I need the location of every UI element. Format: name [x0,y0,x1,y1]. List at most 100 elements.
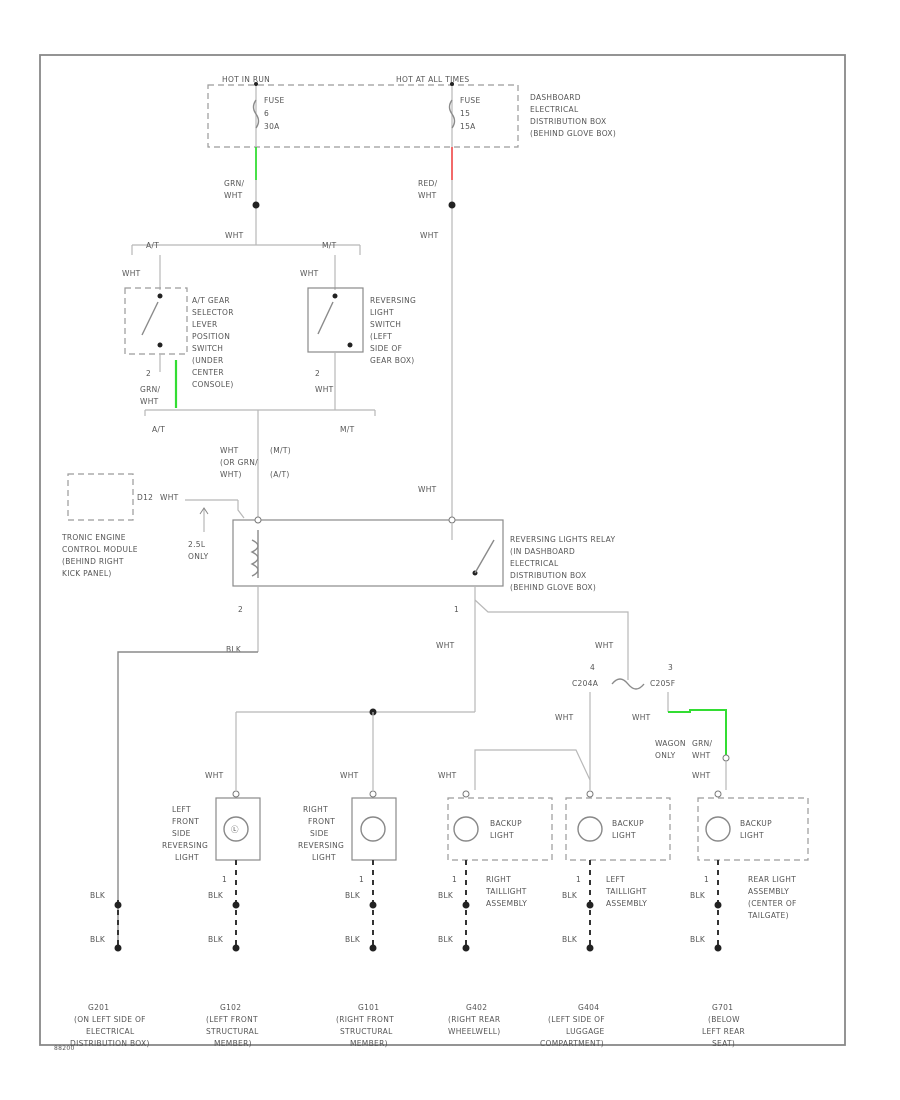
svg-text:REVERSING: REVERSING [298,841,344,850]
svg-text:(BEHIND GLOVE BOX): (BEHIND GLOVE BOX) [510,583,596,592]
svg-text:4: 4 [590,663,595,672]
svg-text:A/T: A/T [146,241,159,250]
blk-wire-label: BLK [690,935,706,944]
blk-wire-label: BLK [345,891,361,900]
svg-text:A/T GEAR: A/T GEAR [192,296,230,305]
svg-text:TAILLIGHT: TAILLIGHT [605,887,647,896]
blk-wire-label: BLK [208,891,224,900]
svg-text:(UNDER: (UNDER [192,356,224,365]
pin-label: 1 [576,875,581,884]
svg-text:WHT: WHT [340,771,359,780]
svg-text:(ON LEFT SIDE OF: (ON LEFT SIDE OF [74,1015,146,1024]
ground-g101: G101 (RIGHT FRONT STRUCTURAL MEMBER) [336,1003,394,1048]
svg-text:RED/: RED/ [418,179,438,188]
svg-text:GRN/: GRN/ [224,179,245,188]
svg-text:WHT: WHT [224,191,243,200]
ground-g402: G402 (RIGHT REAR WHEELWELL) [448,1003,500,1036]
svg-text:G102: G102 [220,1003,241,1012]
reversing-light-switch: REVERSING LIGHT SWITCH (LEFT SIDE OF GEA… [307,287,416,365]
svg-text:ASSEMBLY: ASSEMBLY [748,887,789,896]
svg-text:REVERSING LIGHTS RELAY: REVERSING LIGHTS RELAY [510,535,616,544]
ground-dot [232,944,240,952]
svg-text:WHT: WHT [418,191,437,200]
svg-text:M/T: M/T [322,241,337,250]
dist-box-line2: ELECTRICAL [530,105,579,114]
svg-text:C204A: C204A [572,679,599,688]
power-distribution-box: HOT IN RUN HOT AT ALL TIMES FUSE 6 30A F… [207,75,616,148]
blk-wire-label: BLK [208,935,224,944]
svg-text:BACKUP: BACKUP [490,819,522,828]
svg-text:SELECTOR: SELECTOR [192,308,234,317]
svg-text:WHT: WHT [418,485,437,494]
ground-dot [369,901,377,909]
svg-text:WHT: WHT [315,385,334,394]
svg-text:RIGHT: RIGHT [303,805,328,814]
pin-label: 1 [452,875,457,884]
svg-text:G404: G404 [578,1003,599,1012]
svg-text:G701: G701 [712,1003,733,1012]
svg-text:SWITCH: SWITCH [370,320,401,329]
svg-text:FRONT: FRONT [172,817,199,826]
svg-text:WHT: WHT [300,269,319,278]
svg-text:1: 1 [454,605,459,614]
svg-text:M/T: M/T [340,425,355,434]
ground-dot [114,944,122,952]
ground-dot [369,944,377,952]
blk-wire-label: BLK [562,891,578,900]
fuse-1-line3: 30A [264,122,280,131]
fuse-1-line1: FUSE [264,96,285,105]
svg-text:SEAT): SEAT) [712,1039,735,1048]
fuse-1-line2: 6 [264,109,269,118]
reversing-lights-relay: REVERSING LIGHTS RELAY (IN DASHBOARD ELE… [232,516,616,592]
svg-text:LIGHT: LIGHT [612,831,636,840]
blk-wire-label: BLK [438,935,454,944]
svg-text:2: 2 [146,369,151,378]
svg-text:ONLY: ONLY [188,552,209,561]
svg-text:WHT: WHT [205,771,224,780]
ground-g701: G701 (BELOW LEFT REAR SEAT) [702,1003,745,1048]
svg-text:WHT: WHT [122,269,141,278]
lamp-left-taillight-backup: BACKUP LIGHT LEFT TAILLIGHT ASSEMBLY [565,790,671,908]
blk-wire-label: BLK [690,891,706,900]
svg-text:(RIGHT FRONT: (RIGHT FRONT [336,1015,394,1024]
svg-text:CONTROL MODULE: CONTROL MODULE [62,545,138,554]
svg-text:WHT: WHT [438,771,457,780]
fuse-2-line1: FUSE [460,96,481,105]
svg-text:LIGHT: LIGHT [370,308,394,317]
ground-dot [586,901,594,909]
svg-text:Ⓛ: Ⓛ [231,825,239,834]
blk-wire-label: BLK [345,935,361,944]
pin-label: 1 [704,875,709,884]
svg-text:2: 2 [238,605,243,614]
blk-wire-label: BLK [90,935,106,944]
svg-text:REVERSING: REVERSING [370,296,416,305]
svg-text:REVERSING: REVERSING [162,841,208,850]
svg-text:RIGHT: RIGHT [486,875,511,884]
ground-dot [714,901,722,909]
svg-text:BACKUP: BACKUP [612,819,644,828]
blk-wire-label: BLK [438,891,454,900]
fuse-2-line3: 15A [460,122,476,131]
svg-text:LEFT REAR: LEFT REAR [702,1027,745,1036]
svg-text:TAILLIGHT: TAILLIGHT [485,887,527,896]
svg-text:(M/T): (M/T) [270,446,291,455]
svg-text:MEMBER): MEMBER) [350,1039,388,1048]
svg-text:DISTRIBUTION BOX: DISTRIBUTION BOX [510,571,586,580]
ground-g201: G201 (ON LEFT SIDE OF ELECTRICAL DISTRIB… [70,1003,149,1048]
ground-dot [114,901,122,909]
svg-text:WHT): WHT) [220,470,242,479]
lamp-right-front-side-reversing: WHT RIGHT FRONT SIDE REVERSING LIGHT [298,771,397,862]
ground-dot [232,901,240,909]
svg-text:WHT: WHT [225,231,244,240]
svg-text:GEAR BOX): GEAR BOX) [370,356,414,365]
svg-text:TRONIC ENGINE: TRONIC ENGINE [61,533,126,542]
svg-text:TAILGATE): TAILGATE) [747,911,789,920]
svg-text:SWITCH: SWITCH [192,344,223,353]
svg-text:REAR LIGHT: REAR LIGHT [748,875,796,884]
ground-dot [586,944,594,952]
svg-text:(RIGHT REAR: (RIGHT REAR [448,1015,500,1024]
svg-text:ONLY: ONLY [655,751,676,760]
svg-text:CONSOLE): CONSOLE) [192,380,234,389]
svg-text:WHT: WHT [436,641,455,650]
svg-text:SIDE: SIDE [310,829,329,838]
